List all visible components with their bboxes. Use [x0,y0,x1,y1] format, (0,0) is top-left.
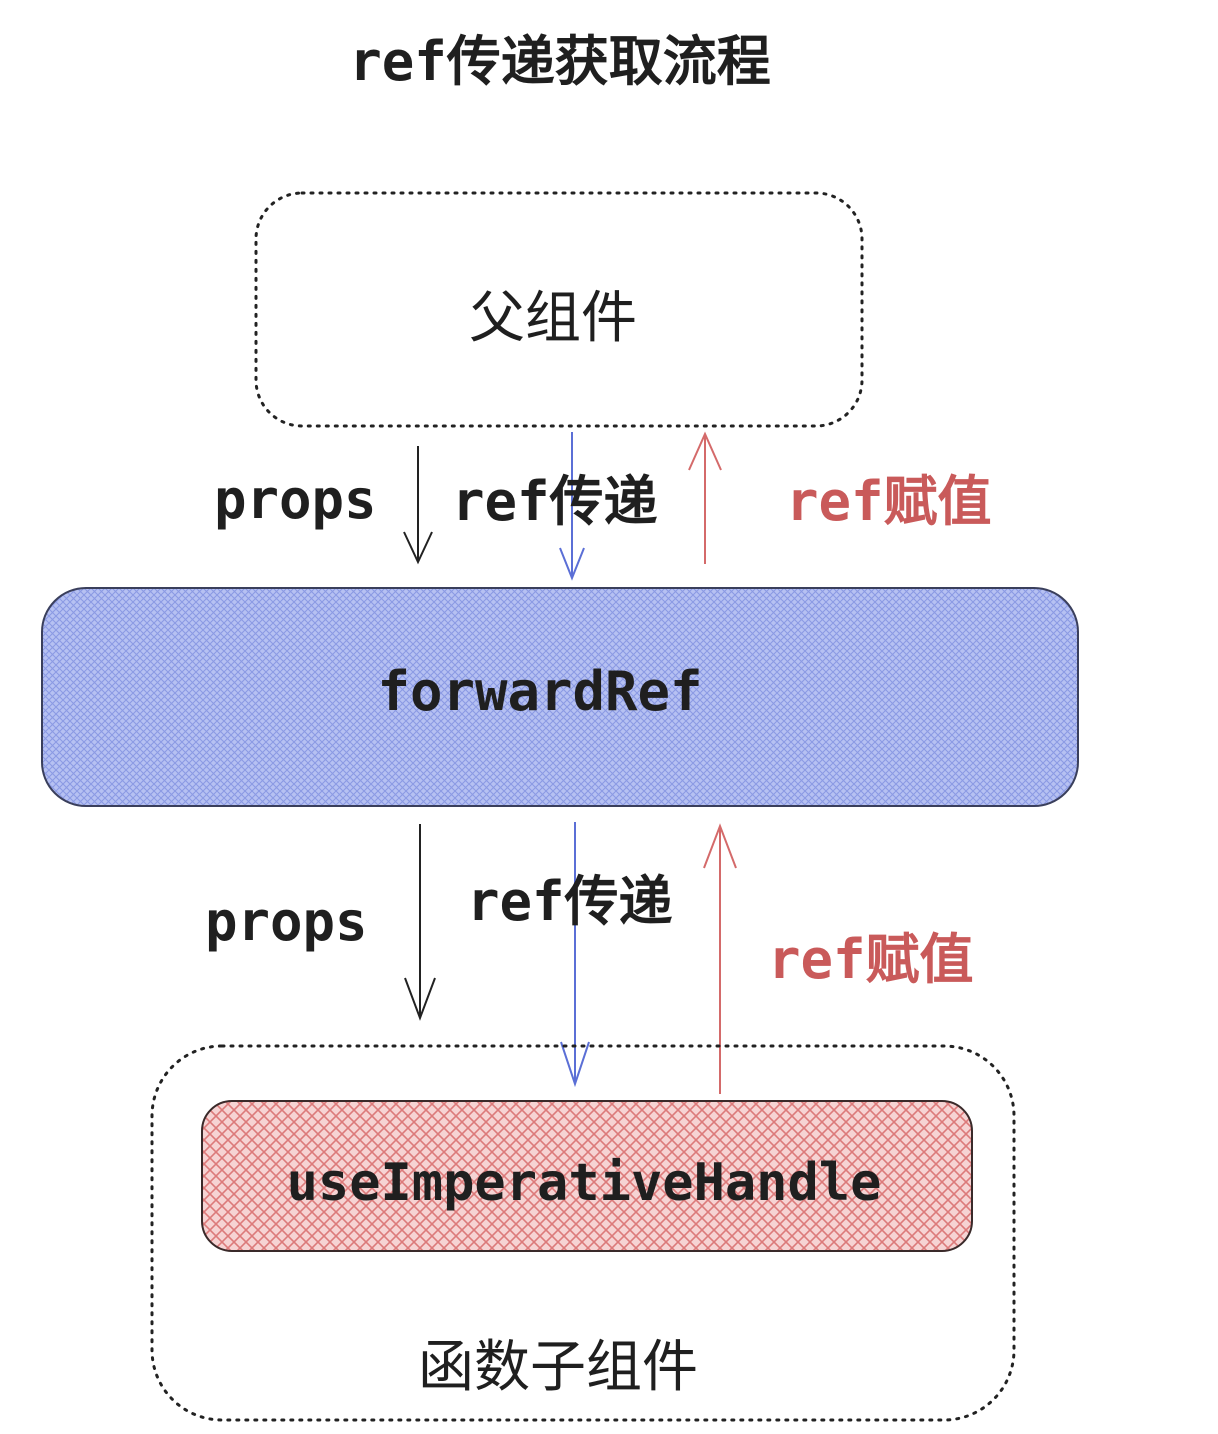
diagram-title: ref传递获取流程 [349,30,771,93]
parent-component-label: 父组件 [469,286,637,351]
use-imperative-handle-label: useImperativeHandle [287,1153,882,1213]
forward-ref-label: forwardRef [377,660,702,723]
upper-ref-assign-label: ref赋值 [786,470,992,533]
upper-ref-assign-arrow [688,431,722,564]
child-component-box [150,1044,1016,1422]
parent-component-box [254,191,864,428]
lower-props-label: props [205,890,368,953]
upper-props-arrow [403,446,433,565]
lower-ref-pass-label: ref传递 [467,870,673,933]
lower-ref-assign-arrow [703,823,737,1094]
use-imperative-handle-box [201,1100,973,1252]
upper-ref-pass-arrow [559,432,585,581]
lower-ref-pass-arrow [560,822,590,1088]
upper-props-label: props [214,468,377,531]
lower-props-arrow [404,824,436,1021]
upper-ref-pass-label: ref传递 [452,470,658,533]
lower-ref-assign-label: ref赋值 [768,928,974,991]
forward-ref-box [41,587,1079,807]
child-component-label: 函数子组件 [418,1335,698,1400]
